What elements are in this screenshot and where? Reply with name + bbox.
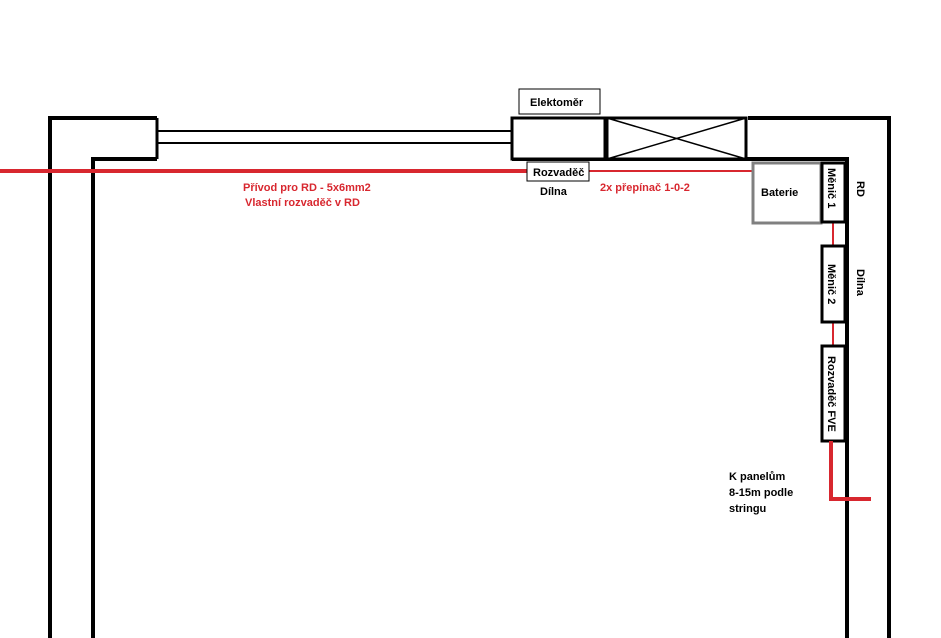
k-panelum-line3: stringu	[729, 503, 766, 515]
menic1-box	[820, 161, 847, 224]
vlastni-label: Vlastní rozvaděč v RD	[245, 197, 360, 209]
gate	[605, 116, 748, 161]
rozvadec-box	[526, 161, 590, 182]
outer-wall-right	[748, 116, 891, 638]
baterie-box	[751, 161, 823, 225]
panel-cable	[829, 441, 871, 501]
meter-wall-block	[510, 116, 607, 161]
inner-wall	[91, 157, 157, 638]
menic2-label: Měnič 2	[825, 264, 837, 304]
rozvadec-label: Rozvaděč	[533, 167, 584, 179]
k-panelum-line1: K panelům	[729, 471, 785, 483]
rozvadec-fve-label: Rozvaděč FVE	[825, 356, 837, 432]
menic2-box	[820, 244, 847, 324]
elektromer-label: Elektoměr	[530, 97, 584, 109]
dilna-side-label: Dílna	[854, 269, 866, 297]
menic1-label: Měnič 1	[825, 168, 837, 208]
elektromer-box	[518, 88, 601, 115]
dilna-top-label: Dílna	[540, 186, 568, 198]
window	[155, 118, 512, 159]
k-panelum-line2: 8-15m podle	[729, 487, 793, 499]
outer-wall	[48, 116, 157, 638]
rd-label: RD	[854, 181, 866, 197]
inner-wall-right	[748, 157, 849, 638]
prepinac-label: 2x přepínač 1-0-2	[600, 182, 690, 194]
privod-label: Přívod pro RD - 5x6mm2	[243, 182, 371, 194]
rozvadec-fve-box	[820, 344, 847, 443]
baterie-label: Baterie	[761, 187, 798, 199]
